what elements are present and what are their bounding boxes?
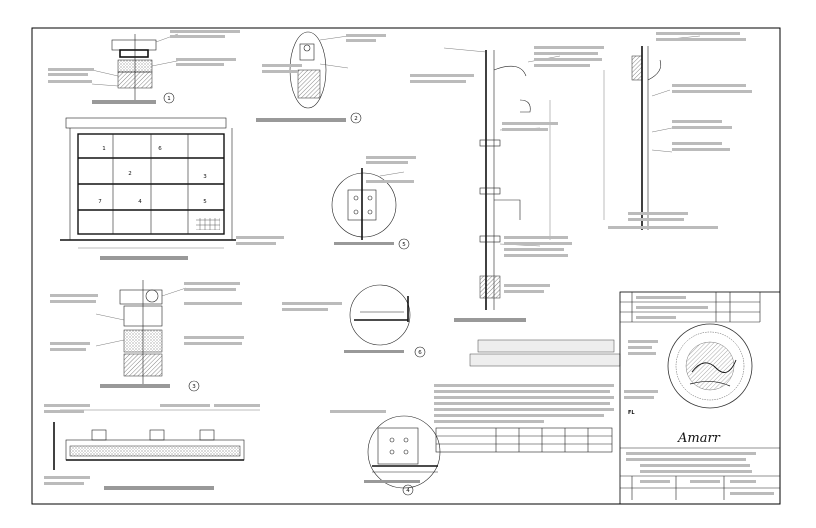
- section-jamb: [608, 32, 752, 230]
- panel-number: 5: [203, 199, 207, 205]
- sheet-border: [31, 27, 781, 505]
- callout-number: 5: [402, 242, 406, 248]
- panel-number: 3: [203, 174, 207, 180]
- callout-number: 6: [418, 350, 422, 356]
- detail-track-mounting: [44, 404, 260, 490]
- state-mark: FL: [628, 410, 635, 416]
- panel-number: 1: [102, 146, 106, 152]
- detail-top-fixtures: [48, 30, 240, 104]
- engineer-seal: [667, 323, 753, 409]
- panel-number: 4: [138, 199, 142, 205]
- brand-logo: Amarr: [677, 431, 721, 446]
- panel-number: 7: [98, 199, 102, 205]
- callout-number: 2: [354, 116, 358, 122]
- panel-number: 6: [158, 146, 162, 152]
- title-block: FL Amarr: [619, 291, 781, 505]
- drawing-title: [469, 339, 621, 367]
- detail-callouts: 1 2 3 4 5 6: [163, 92, 426, 496]
- inside-elevation: 1 2 3 4 5 6 7: [60, 117, 284, 260]
- spec-table: [434, 384, 614, 453]
- panel-number: 2: [128, 171, 132, 177]
- detail-bracket: [50, 280, 244, 388]
- detail-bottom-bracket: [330, 410, 441, 489]
- detail-top-middle: [256, 31, 386, 122]
- callout-number: 1: [167, 96, 171, 102]
- detail-strut: [282, 156, 416, 353]
- callout-number: 3: [192, 384, 196, 390]
- callout-number: 4: [406, 488, 410, 494]
- section-vertical: [410, 46, 605, 322]
